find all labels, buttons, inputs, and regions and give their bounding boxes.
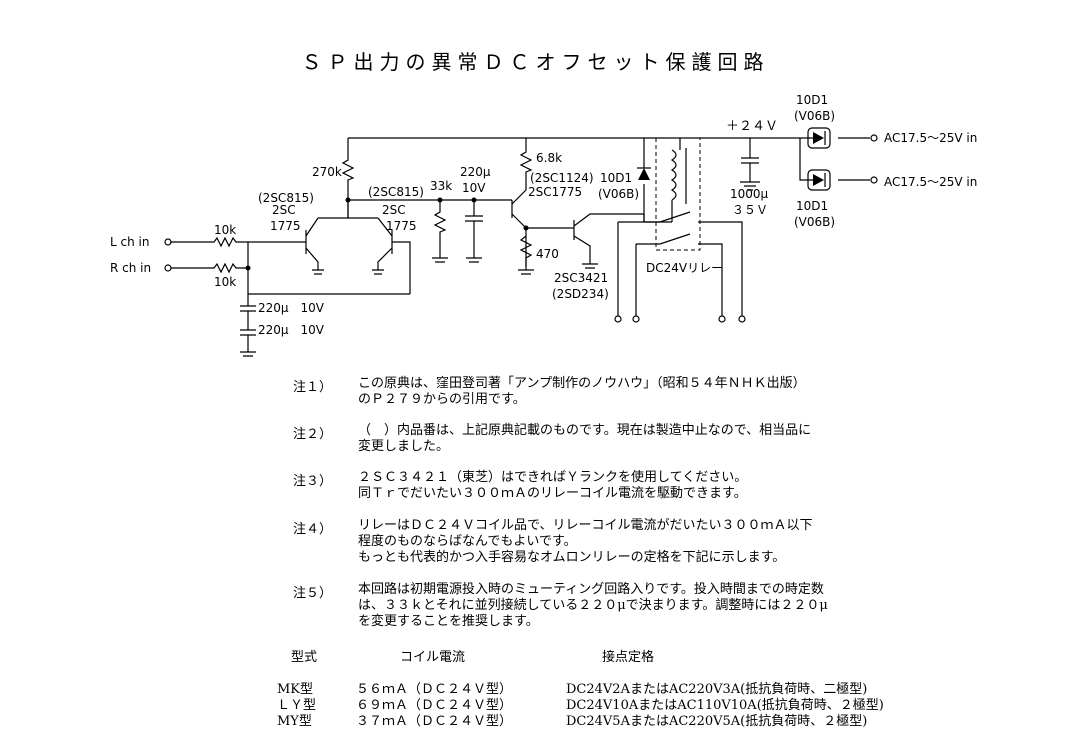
q5-label: (2SD234) xyxy=(552,287,609,301)
note-label: 注２） xyxy=(293,427,333,442)
cap-out-voltage: ３５Ｖ xyxy=(732,203,768,217)
capacitor-icon xyxy=(465,200,483,263)
cap-in-label: 220μ 10V xyxy=(258,301,325,315)
diode-top-icon xyxy=(807,127,831,149)
table-header: 接点定格 xyxy=(602,650,655,665)
q1-label: 2SC xyxy=(272,203,296,217)
table-cell: MK型 xyxy=(277,682,314,697)
q4-label: 2SC1775 xyxy=(528,185,582,199)
transistor-q5-icon xyxy=(573,213,645,269)
note-text: 本回路は初期電源投入時のミューティング回路入りです。投入時間までの時定数 は、３… xyxy=(358,582,828,629)
relay-diode-label: 10D1 xyxy=(600,171,632,185)
table-cell: ＬＹ型 xyxy=(277,698,317,713)
ac-in-label: AC17.5～25V in xyxy=(884,175,977,189)
table-cell: MY型 xyxy=(277,714,312,729)
diode-bottom-label: 10D1 xyxy=(796,199,828,213)
diode-top-label: (V06B) xyxy=(794,109,835,123)
speaker-terminal xyxy=(718,315,726,323)
diode-top-label: 10D1 xyxy=(796,93,828,107)
r-input-label: R ch in xyxy=(110,261,151,275)
table-cell: ３７ｍＡ（ＤＣ２４Ｖ型） xyxy=(356,714,513,729)
r33-label: 33k xyxy=(430,179,452,193)
q3-label: (2SC815) xyxy=(368,185,424,199)
note-label: 注５） xyxy=(293,586,333,601)
relay-diode-label: (V06B) xyxy=(598,187,639,201)
resistor-icon xyxy=(432,200,448,263)
transistor-q1-icon xyxy=(248,217,324,275)
note-text: （ ）内品番は、上記原典記載のものです。現在は製造中止なので、相当品に 変更しま… xyxy=(358,423,812,454)
table-cell: ６９ｍＡ（ＤＣ２４Ｖ型） xyxy=(356,698,513,713)
note-label: 注４） xyxy=(293,522,333,537)
q2-label: 2SC xyxy=(382,203,406,217)
table-header: 型式 xyxy=(291,650,318,665)
note-text: この原典は、窪田登司著「アンプ制作のノウハウ」（昭和５４年ＮＨＫ出版） のＰ２７… xyxy=(358,376,806,407)
table-cell: ５６ｍＡ（ＤＣ２４Ｖ型） xyxy=(356,682,513,697)
capacitor-icon xyxy=(740,138,760,191)
note-text: リレーはＤＣ２４Ｖコイル品で、リレーコイル電流がだいたい３００ｍＡ以下 程度のも… xyxy=(358,518,813,565)
resistor-icon xyxy=(341,138,355,218)
q2-label: 1775 xyxy=(386,219,417,233)
diode-bottom-icon xyxy=(807,169,831,191)
note-label: 注３） xyxy=(293,474,333,489)
r470-label: 470 xyxy=(536,247,559,261)
resistor-icon xyxy=(518,235,534,275)
note-text: ２ＳＣ３４２１（東芝）はできればＹランクを使用してください。 同Ｔｒでだいたい３… xyxy=(358,470,748,501)
q4-label: (2SC1124) xyxy=(530,171,594,185)
cap-bias-voltage: 10V xyxy=(462,181,486,195)
cap-in-label: 220μ 10V xyxy=(258,323,325,337)
q1-label: 1775 xyxy=(270,219,301,233)
r-in-label: 10k xyxy=(214,275,236,289)
capacitor-icon xyxy=(240,305,256,357)
cap-out-label: 1000μ xyxy=(730,187,769,201)
q5-label: 2SC3421 xyxy=(554,271,608,285)
r68-label: 6.8k xyxy=(536,151,562,165)
relay-box xyxy=(655,137,701,251)
table-cell: DC24V10AまたはAC110V10A(抵抗負荷時、２極型) xyxy=(566,698,884,713)
circuit-schematic: AC17.5～25V in AC17.5～25V in 10D1 (V06B) … xyxy=(110,93,977,357)
cap-bias-label: 220μ xyxy=(460,165,491,179)
speaker-terminal xyxy=(738,315,746,323)
table-cell: DC24V2AまたはAC220V3A(抵抗負荷時、二極型) xyxy=(566,682,868,697)
resistor-icon xyxy=(171,236,248,248)
relay-diode-icon xyxy=(638,168,650,180)
supply-label: ＋２４Ｖ xyxy=(726,119,778,134)
q1-label: (2SC815) xyxy=(258,191,314,205)
resistor-icon xyxy=(519,138,533,190)
r-input-terminal xyxy=(164,264,172,272)
ac-in-terminal xyxy=(870,134,878,142)
ac-in-label: AC17.5～25V in xyxy=(884,131,977,145)
ac-in-terminal xyxy=(870,176,878,184)
page-title: ＳＰ出力の異常ＤＣオフセット保護回路 xyxy=(301,50,770,74)
l-input-terminal xyxy=(164,238,172,246)
speaker-terminal xyxy=(632,315,640,323)
r-in-label: 10k xyxy=(214,223,236,237)
table-cell: DC24V5AまたはAC220V5A(抵抗負荷時、２極型) xyxy=(566,714,868,729)
relay-label: DC24Vリレー xyxy=(646,261,723,275)
table-header: コイル電流 xyxy=(400,650,466,665)
transistor-q2-icon xyxy=(372,217,411,294)
l-input-label: L ch in xyxy=(110,235,149,249)
speaker-terminal xyxy=(614,315,622,323)
diode-bottom-label: (V06B) xyxy=(794,215,835,229)
resistor-icon xyxy=(171,262,248,274)
r270-label: 270k xyxy=(312,165,342,179)
note-label: 注１） xyxy=(293,380,333,395)
